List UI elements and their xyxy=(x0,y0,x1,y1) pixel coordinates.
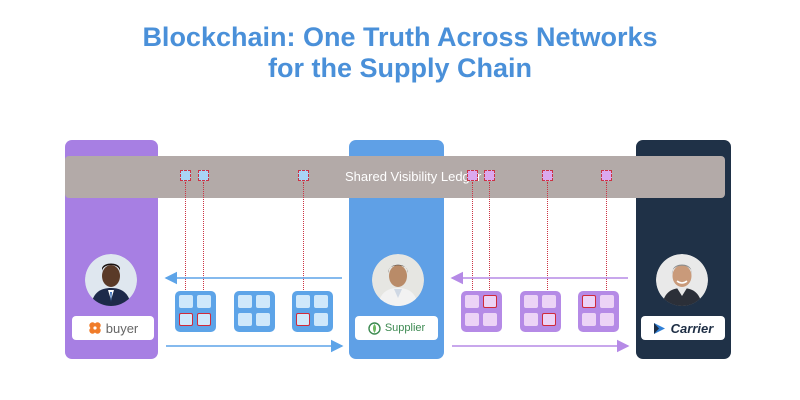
ledger-entry-carrier-2 xyxy=(484,170,495,181)
carrier-badge: Carrier xyxy=(641,316,725,340)
supplier-badge: Supplier xyxy=(355,316,438,340)
ledger-label: Shared Visibility Ledger xyxy=(345,169,482,184)
ledger-connector xyxy=(606,182,607,306)
buyer-record-block xyxy=(234,291,275,332)
carrier-label: Carrier xyxy=(670,320,714,336)
buyer-badge: buyer xyxy=(72,316,154,340)
ledger-connector xyxy=(203,182,204,322)
carrier-logo-icon xyxy=(653,322,665,334)
supplier-label: Supplier xyxy=(384,322,426,334)
diagram-title-line-1: Blockchain: One Truth Across Networks xyxy=(142,22,658,52)
carrier-record-block xyxy=(520,291,561,332)
buyer-record-block xyxy=(175,291,216,332)
shared-ledger-bar: Shared Visibility Ledger xyxy=(65,156,725,198)
supplier-logo-icon xyxy=(368,321,381,335)
ledger-entry-buyer-1 xyxy=(180,170,191,181)
buyer-label: buyer xyxy=(105,320,139,336)
ledger-connector xyxy=(472,182,473,306)
carrier-record-block xyxy=(578,291,619,332)
buyer-record-block xyxy=(292,291,333,332)
ledger-entry-buyer-2 xyxy=(198,170,209,181)
buyer-logo-icon xyxy=(89,322,101,334)
ledger-connector xyxy=(303,182,304,322)
diagram-title-line-2: for the Supply Chain xyxy=(267,53,532,83)
ledger-entry-carrier-1 xyxy=(467,170,478,181)
ledger-entry-carrier-3 xyxy=(542,170,553,181)
ledger-entry-buyer-3 xyxy=(298,170,309,181)
ledger-connector xyxy=(489,182,490,306)
buyer-avatar xyxy=(85,254,137,306)
carrier-avatar xyxy=(656,254,708,306)
ledger-connector xyxy=(547,182,548,322)
carrier-record-block xyxy=(461,291,502,332)
supplier-avatar xyxy=(372,254,424,306)
ledger-entry-carrier-4 xyxy=(601,170,612,181)
ledger-connector xyxy=(185,182,186,306)
